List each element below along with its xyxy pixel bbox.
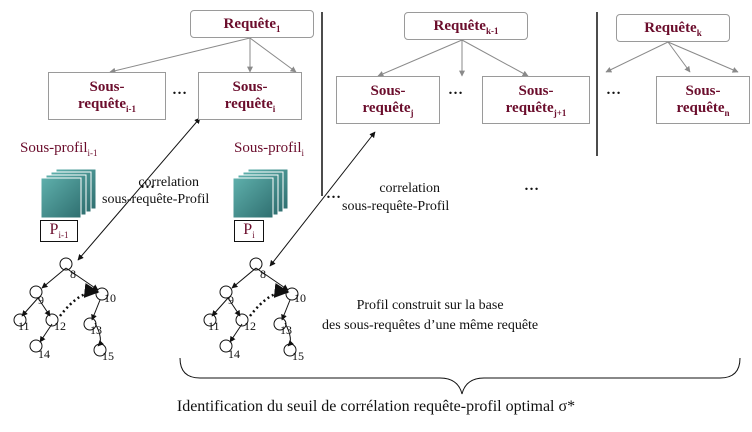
tree-node-label: 9 bbox=[228, 293, 234, 307]
query-box-k: Requêtek bbox=[616, 14, 730, 42]
tree-node-label: 9 bbox=[38, 293, 44, 307]
ellipsis: … bbox=[524, 178, 539, 194]
subquery-line1: Sous- bbox=[89, 79, 125, 95]
correlation-arrow-left bbox=[77, 117, 201, 261]
fanout-arrows-qk1 bbox=[377, 39, 529, 77]
tree-node-label: 10 bbox=[104, 291, 116, 305]
tree-node-label: 13 bbox=[90, 323, 102, 337]
query-box-1: Requête1 bbox=[190, 10, 314, 38]
profile-box-right: Pi bbox=[234, 220, 264, 242]
correlation-line1: correlation bbox=[138, 175, 199, 190]
subquery-line2: requête bbox=[505, 100, 554, 116]
query-sub: 1 bbox=[276, 24, 281, 34]
tree-node-label: 11 bbox=[208, 319, 220, 333]
grouping-brace bbox=[179, 357, 741, 395]
subquery-box-n: Sous- requêten bbox=[656, 76, 750, 124]
subprofile-label-right: Sous-profili bbox=[234, 140, 304, 158]
subquery-box-j: Sous- requêtej bbox=[336, 76, 440, 124]
subquery-sub: i bbox=[272, 104, 276, 114]
tree-node-label: 12 bbox=[54, 319, 66, 333]
tree-labels-left: 8 9 10 11 12 13 14 15 bbox=[18, 267, 116, 363]
subquery-box-i-1: Sous- requêtei-1 bbox=[48, 72, 166, 120]
subquery-line2: requête bbox=[224, 96, 273, 112]
subprofile-text: Sous-profil bbox=[234, 140, 302, 156]
subprofile-label-left: Sous-profili-1 bbox=[20, 140, 98, 158]
profile-tree-left bbox=[13, 257, 109, 357]
profile-tree-right bbox=[203, 257, 299, 357]
subquery-box-j+1: Sous- requêtej+1 bbox=[482, 76, 590, 124]
query-box-k-1: Requêtek-1 bbox=[404, 12, 528, 40]
correlation-line2: sous-requête-Profil bbox=[342, 199, 450, 214]
tree-node-label: 11 bbox=[18, 319, 30, 333]
subquery-box-i: Sous- requêtei bbox=[198, 72, 302, 120]
tree-node-label: 14 bbox=[228, 347, 240, 361]
note-line2: des sous-requêtes d’une même requête bbox=[322, 318, 539, 333]
profile-stack-right bbox=[232, 168, 289, 219]
correlation-arrow-right bbox=[269, 131, 376, 267]
subquery-sub: n bbox=[724, 108, 730, 118]
profile-p: P bbox=[243, 221, 253, 238]
subquery-line1: Sous- bbox=[370, 83, 406, 99]
profile-p-sub: i bbox=[252, 230, 255, 241]
tree-node-label: 15 bbox=[292, 349, 304, 363]
subquery-line2: requête bbox=[362, 100, 411, 116]
fanout-arrows-q1 bbox=[109, 37, 297, 74]
ellipsis: … bbox=[606, 82, 621, 98]
subprofile-sub: i-1 bbox=[87, 148, 98, 158]
tree-node-label: 8 bbox=[260, 267, 266, 281]
correlation-line2: sous-requête-Profil bbox=[102, 192, 210, 207]
query-label: Requête bbox=[644, 20, 697, 36]
tree-node-label: 13 bbox=[280, 323, 292, 337]
subprofile-sub: i bbox=[301, 148, 305, 158]
ellipsis: … bbox=[172, 82, 187, 98]
profile-construction-note: Profil construit sur la base des sous-re… bbox=[322, 296, 538, 336]
subprofile-text: Sous-profil bbox=[20, 140, 88, 156]
profile-p-sub: i-1 bbox=[58, 230, 69, 241]
subquery-sub: j+1 bbox=[553, 108, 567, 118]
correlation-text-right: correlation sous-requête-Profil bbox=[342, 180, 449, 216]
subquery-sub: i-1 bbox=[126, 104, 137, 114]
ellipsis: … bbox=[448, 82, 463, 98]
note-line1: Profil construit sur la base bbox=[356, 298, 504, 313]
profile-p: P bbox=[49, 221, 59, 238]
profile-box-left: Pi-1 bbox=[40, 220, 78, 242]
subquery-sub: j bbox=[410, 108, 414, 118]
subquery-line1: Sous- bbox=[685, 83, 721, 99]
query-label: Requête bbox=[223, 16, 277, 32]
query-sub: k bbox=[696, 28, 702, 38]
tree-node-label: 15 bbox=[102, 349, 114, 363]
tree-node-label: 10 bbox=[294, 291, 306, 305]
subquery-line1: Sous- bbox=[232, 79, 268, 95]
subquery-line2: requête bbox=[676, 100, 725, 116]
tree-node-label: 12 bbox=[244, 319, 256, 333]
query-sub: k-1 bbox=[485, 26, 499, 36]
subquery-line2: requête bbox=[77, 96, 127, 112]
ellipsis: … bbox=[140, 176, 155, 192]
figure-caption: Identification du seuil de corrélation r… bbox=[176, 398, 576, 415]
query-label: Requête bbox=[433, 18, 486, 34]
tree-node-label: 14 bbox=[38, 347, 50, 361]
profile-stack-left bbox=[40, 168, 97, 219]
tree-labels-right: 8 9 10 11 12 13 14 15 bbox=[208, 267, 306, 363]
fanout-arrows-qk bbox=[605, 41, 739, 73]
correlation-line1: correlation bbox=[379, 181, 440, 196]
subquery-line1: Sous- bbox=[518, 83, 554, 99]
ellipsis: … bbox=[326, 186, 341, 202]
correlation-text-left: correlation sous-requête-Profil bbox=[102, 174, 209, 208]
tree-node-label: 8 bbox=[70, 267, 76, 281]
